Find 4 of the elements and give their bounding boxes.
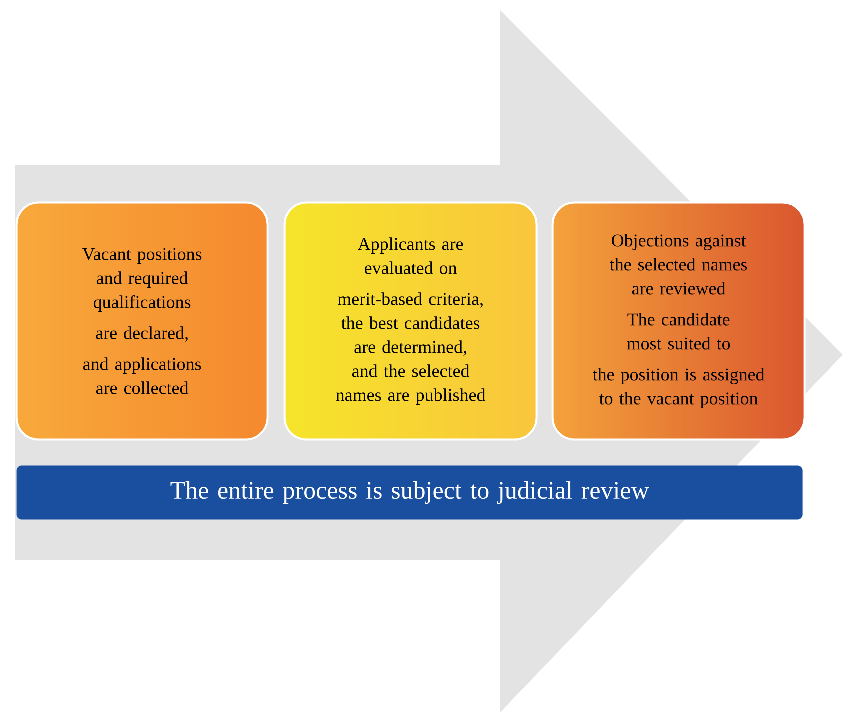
step-card: Applicants are evaluated on merit-based criteria, the best candidates are determined, and the selected names are published [284, 202, 538, 441]
banner: The entire process is subject to judicial review [16, 466, 803, 520]
step-card: Objections against the selected names are reviewed The candidate most suited to the position is assigned to the vacant position [552, 202, 806, 441]
step-card: Vacant positions and required qualifications are declared, and applications are collected [16, 202, 269, 441]
